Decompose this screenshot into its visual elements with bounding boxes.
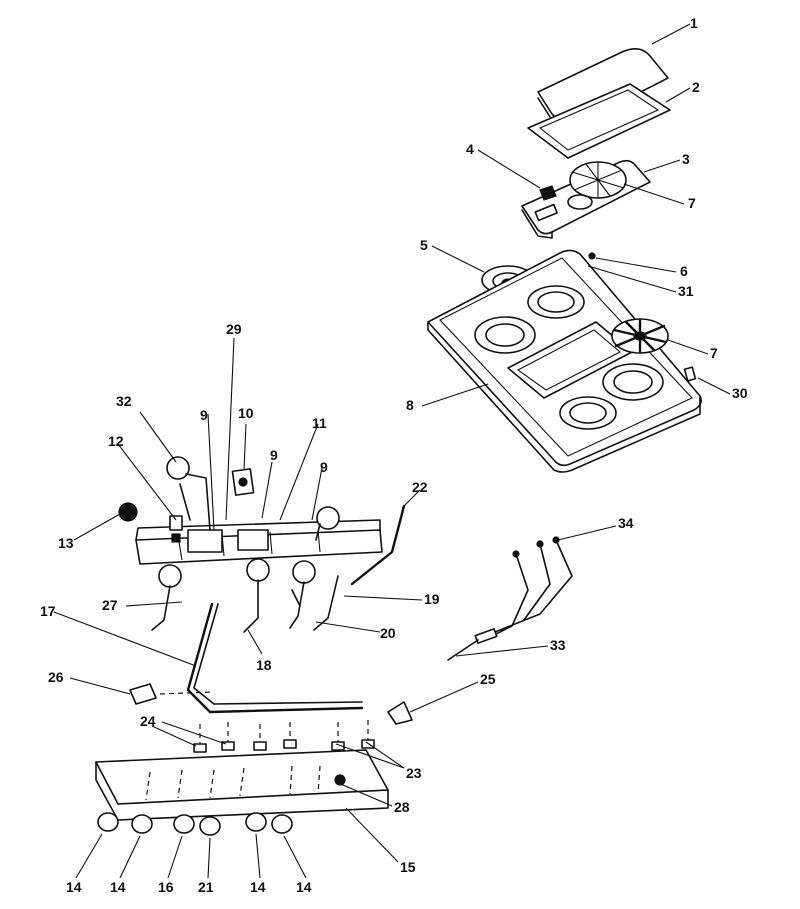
callout-14d: 14 xyxy=(296,879,312,895)
callout-16: 16 xyxy=(158,879,174,895)
callout-23: 23 xyxy=(406,765,422,781)
callout-11: 11 xyxy=(312,415,327,431)
part-clamp xyxy=(129,683,213,705)
part-gas-tube xyxy=(186,602,364,714)
callout-30: 30 xyxy=(732,385,748,401)
callout-12: 12 xyxy=(108,433,124,449)
leader-lines xyxy=(53,23,731,879)
callout-8: 8 xyxy=(406,397,414,413)
part-tube xyxy=(350,504,406,586)
part-manifold-bracket xyxy=(135,519,383,565)
part-bracket xyxy=(683,366,697,382)
part-switch xyxy=(231,468,255,496)
callout-29: 29 xyxy=(226,321,242,337)
part-heating-element xyxy=(611,318,669,354)
callout-4: 4 xyxy=(466,141,474,157)
callout-15: 15 xyxy=(400,859,416,875)
part-electrode xyxy=(387,701,413,725)
callout-7a: 7 xyxy=(688,195,696,211)
callout-9a: 9 xyxy=(200,407,208,423)
callout-7b: 7 xyxy=(710,345,718,361)
part-gasket xyxy=(527,83,671,159)
callout-21: 21 xyxy=(198,879,214,895)
callout-2: 2 xyxy=(692,79,700,95)
part-knobs xyxy=(97,812,293,836)
callout-18: 18 xyxy=(256,657,272,673)
callout-6: 6 xyxy=(680,263,688,279)
callout-27: 27 xyxy=(102,597,118,613)
part-burner-plate xyxy=(521,159,651,239)
callout-19: 19 xyxy=(424,591,440,607)
callout-26: 26 xyxy=(48,669,64,685)
callout-31: 31 xyxy=(678,283,694,299)
callout-14c: 14 xyxy=(250,879,266,895)
callout-20: 20 xyxy=(380,625,396,641)
callout-9c: 9 xyxy=(320,459,328,475)
callout-14a: 14 xyxy=(66,879,82,895)
callout-13: 13 xyxy=(58,535,74,551)
part-valves xyxy=(151,456,340,633)
part-clip xyxy=(539,185,557,201)
part-nut xyxy=(118,502,138,522)
callout-1: 1 xyxy=(690,15,698,31)
callout-5: 5 xyxy=(420,237,428,253)
callout-25: 25 xyxy=(480,671,496,687)
callout-33: 33 xyxy=(550,637,566,653)
callout-3: 3 xyxy=(682,151,690,167)
callout-labels: 1 2 3 4 7 5 6 31 7 30 8 29 32 10 11 9 9 … xyxy=(40,15,748,895)
part-orifices xyxy=(193,720,375,753)
callout-10: 10 xyxy=(238,405,254,421)
callout-24: 24 xyxy=(140,713,156,729)
callout-32: 32 xyxy=(116,393,132,409)
part-cooktop xyxy=(427,249,702,473)
callout-22: 22 xyxy=(412,479,428,495)
callout-17: 17 xyxy=(40,603,56,619)
callout-28: 28 xyxy=(394,799,410,815)
callout-14b: 14 xyxy=(110,879,126,895)
part-wire-harness xyxy=(447,536,573,661)
callout-34: 34 xyxy=(618,515,634,531)
callout-9b: 9 xyxy=(270,447,278,463)
part-fitting xyxy=(169,515,183,543)
